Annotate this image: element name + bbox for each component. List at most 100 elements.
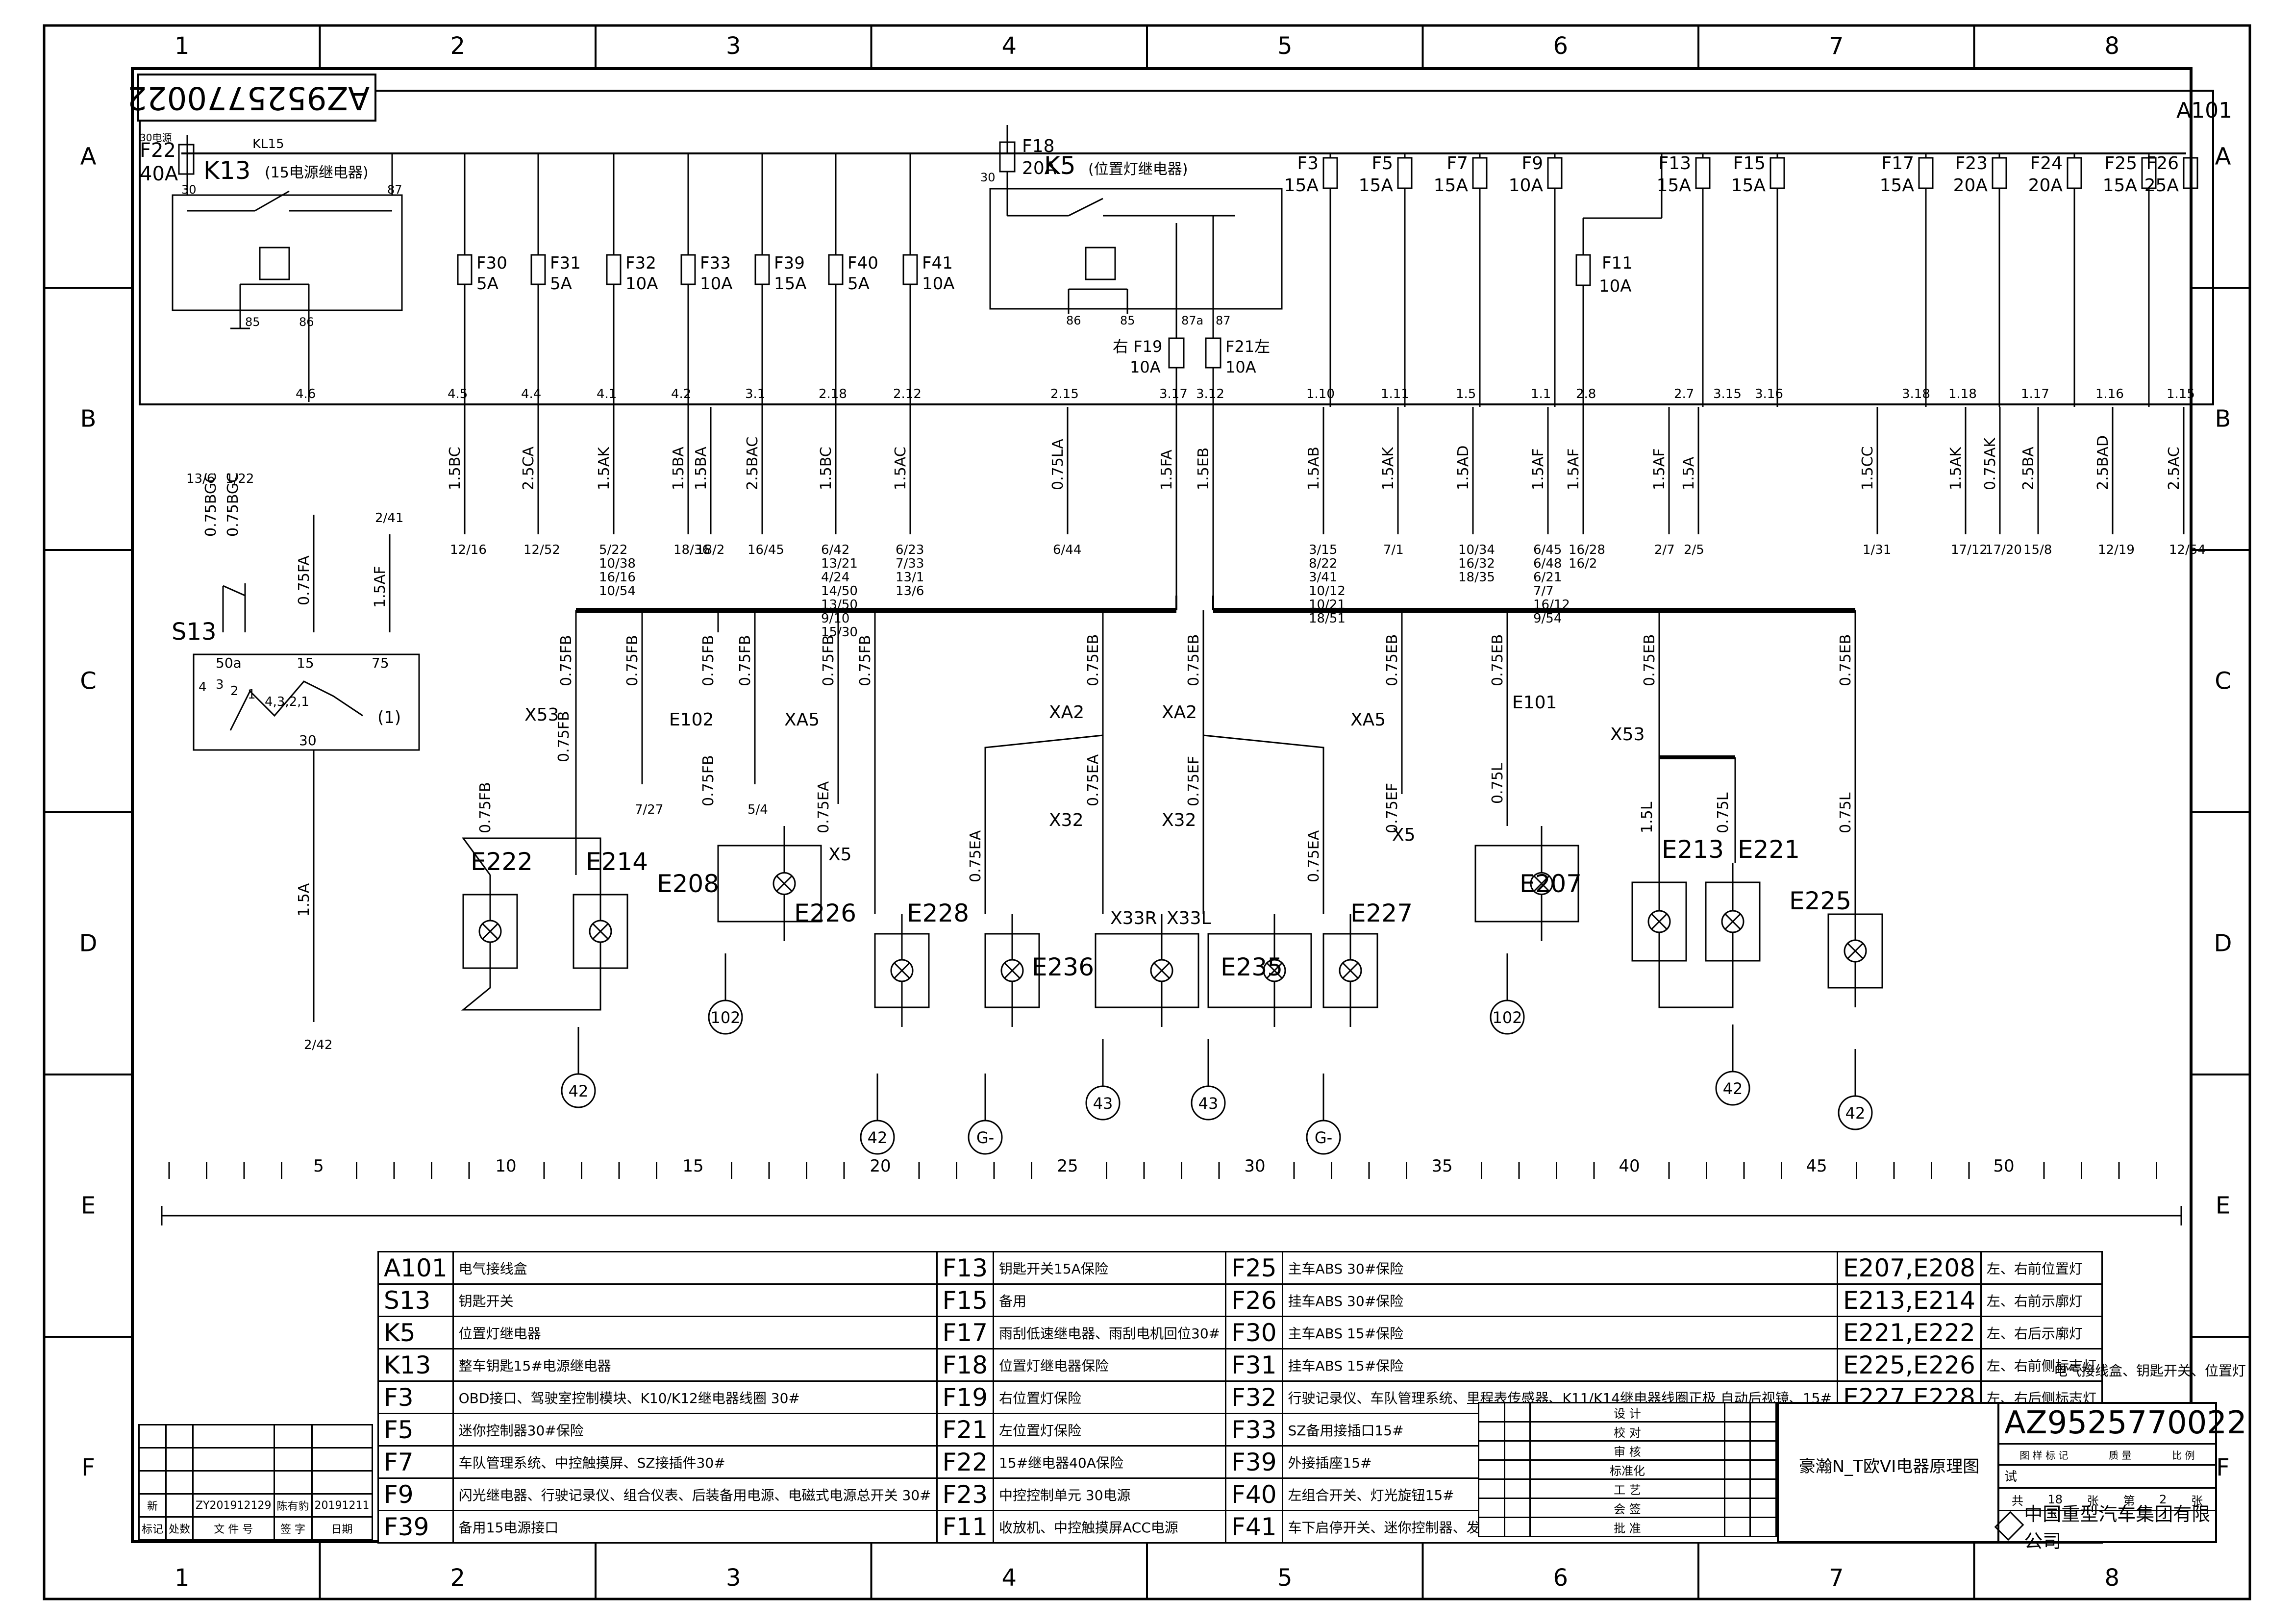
wire-destination: 12/54 [2169,543,2206,557]
wire-code: 0.75L [1715,792,1732,833]
fuse-f41 [902,254,918,285]
fuse-f22 [178,144,195,175]
wire-code: 1.5A [296,883,313,917]
corner-drawing-number: AZ9525770022 [127,79,370,116]
lamp-label: E213 [1662,835,1724,864]
wire-destination: 17/20 [1985,543,2022,557]
wire-code: 0.75L [1837,792,1854,833]
bus-pin-label: 2.7 [1674,387,1694,401]
lamp-icon [1153,962,1171,979]
sheet-total: 18 [2047,1493,2063,1506]
ruler-number: 20 [870,1156,891,1176]
switch-pin: 1 [248,687,256,702]
signoff-cell [1478,1421,1505,1442]
wire-code: 1.5AF [1565,449,1582,491]
legend-desc: 位置灯继电器 [452,1316,938,1349]
grid-row-label: A [80,143,97,171]
wire [1203,734,1324,914]
title-header-row: 图 样 标 记 质 量 比 例 [1999,1443,2215,1466]
wire-code: 0.75EA [1305,830,1322,882]
fuse-name: F13 [1658,153,1691,174]
fuse-f7 [1472,157,1488,189]
relay-k13-box [172,194,403,311]
trial-mark: 试 [2004,1470,2018,1484]
sheet-current: 2 [2159,1493,2167,1506]
wire-code: 1.5AF [372,566,389,608]
lamp-e207 [1474,845,1579,923]
signoff-cell [1749,1402,1777,1423]
grid-column-label: 3 [726,1564,741,1592]
connector-label: X33R [1110,908,1157,928]
wire-destination: 16/45 [748,543,784,557]
legend-code: F19 [936,1380,995,1414]
grid-column-label: 5 [1277,32,1293,60]
signoff-role: 会 签 [1529,1498,1725,1518]
ruler-number: 5 [313,1156,324,1176]
wire-destination: 17/12 [1951,543,1988,557]
fuse-rating: 5A [847,274,870,294]
relay-pin: 87a [1181,314,1203,327]
fuse-f21 [1205,337,1221,369]
wire-destination: 9/54 [1533,611,1562,626]
legend-code: F13 [936,1251,995,1285]
lamp-label: E214 [586,848,648,876]
grid-row-label: F [2216,1454,2230,1482]
grid-row-label: E [2216,1192,2230,1220]
switch-contact [229,680,363,731]
lamp-icon [1342,962,1359,979]
relay-k5-box [989,188,1283,310]
ground-symbol [561,1073,596,1108]
legend-desc: 15#继电器40A保险 [993,1445,1227,1479]
fuse-name: F41 [922,253,953,273]
wire-code: 0.75L [1489,763,1506,804]
signoff-role: 工 艺 [1529,1478,1725,1499]
relay-pin: 85 [1120,314,1135,327]
wire-code: 1.5AF [1530,449,1547,491]
wire-code: 0.75EF [1185,756,1202,806]
bus-pin-label: 4.1 [597,387,617,401]
wire [461,987,601,1011]
fuse-f15 [1770,157,1785,189]
fuse-name: F7 [1446,153,1468,174]
fuse-f32 [606,254,622,285]
relay-pin: 30 [980,171,996,184]
fuse-rating: 10A [922,274,955,294]
drawing-title-box: 豪瀚N_T欧VI电器原理图 [1777,1402,2001,1543]
lamp-label: E235 [1221,953,1283,981]
signoff-cell [1723,1498,1751,1518]
ruler-number: 50 [1993,1156,2014,1176]
wire-code: 2.5BA [2020,447,2037,490]
wire-code: 2.5BAC [744,437,761,490]
connector-label: X32 [1162,810,1196,830]
wire-code: 1.5EB [1195,448,1212,490]
legend-desc: 雨刮低速继电器、雨刮电机回位30# [993,1316,1227,1349]
wire-destination: 10/38 [599,556,636,571]
fuse-rating: 15A [1880,175,1915,196]
drawing-number-box: AZ9525770022 图 样 标 记 质 量 比 例 试 共 18 张 第 … [1994,1402,2247,1552]
fuse-name: F24 [2030,153,2063,174]
revision-row: 新 ZY201912129 陈有豹 20191211 [138,1493,373,1518]
legend-desc: 左位置灯保险 [993,1413,1227,1447]
wire-code: 1.5AK [1947,447,1965,490]
wire-destination: 2/41 [375,511,403,525]
fuse-rating: 15A [1434,175,1469,196]
fuse-box-label: A101 [2176,98,2232,123]
grid-row-label: B [80,405,97,433]
wire-code: 0.75EA [815,781,832,833]
signoff-row: 设 计 [1478,1402,1777,1423]
wire-destination: 10/21 [1309,598,1346,612]
bus-pin-label: 2.8 [1576,387,1596,401]
legend-code: F17 [936,1316,995,1349]
fuse-f13 [1695,157,1711,189]
lamp-label: E222 [471,848,533,876]
lamp-icon [893,962,911,979]
legend-code: F25 [1225,1251,1283,1285]
bus-pin-label: 1.10 [1306,387,1335,401]
signoff-cell [1503,1440,1531,1461]
wire-code: 1.5AF [1651,449,1668,491]
wire-code: 1.5BA [670,447,687,490]
legend-desc: 迷你控制器30#保险 [452,1413,938,1447]
ruler-number: 40 [1619,1156,1640,1176]
wire-destination: 9/10 [821,611,849,626]
